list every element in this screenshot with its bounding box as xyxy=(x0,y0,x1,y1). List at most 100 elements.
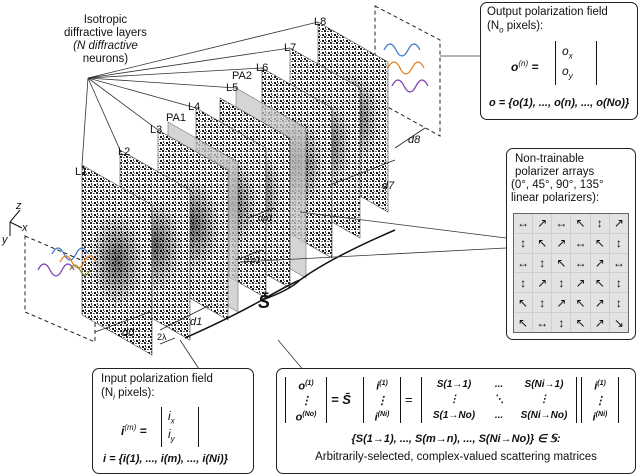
icv1-2: ⋮ xyxy=(376,394,388,407)
layer-label-l6: L6 xyxy=(256,62,269,74)
polarizer-cell: ↔ xyxy=(571,253,590,273)
output-subtitle-b: pixels): xyxy=(503,20,544,32)
layer-label-l8: L8 xyxy=(314,16,327,28)
layer-label-l7: L7 xyxy=(284,42,297,54)
layer-label-l5: L5 xyxy=(226,82,239,94)
output-lhs-symbol: o xyxy=(511,60,519,74)
polarizer-cell: ↗ xyxy=(552,293,571,313)
plate-center-shading xyxy=(89,212,145,308)
input-vector-lhs: i(m) = xyxy=(121,423,147,438)
distance-markers xyxy=(94,127,426,345)
output-set-equation: o = {o(1), ..., o(n), ..., o(No)} xyxy=(489,97,630,109)
icv2-2: ⋮ xyxy=(594,394,606,407)
polarizer-cell: ↗ xyxy=(590,313,609,332)
polarizer-title-1: Non-trainable xyxy=(515,153,585,165)
layers-caption-line2: diffractive layers xyxy=(64,27,147,39)
polarizer-cell: ↕ xyxy=(514,233,533,253)
polarizer-cell: ↖ xyxy=(552,253,571,273)
layers-caption-line3: (N diffractive xyxy=(73,40,138,52)
matrix-entry: ⋱ xyxy=(494,394,504,406)
ovb: o xyxy=(562,64,569,78)
axis-z-label: z xyxy=(16,200,22,212)
input-vector-bottom: iy xyxy=(168,428,175,445)
polarizer-cell: ↔ xyxy=(533,313,552,332)
input-field-box: Input polarization field (Ni pixels): i(… xyxy=(92,368,254,474)
output-vector-lhs: o(n) = xyxy=(511,59,539,74)
matrix-equals-2: = xyxy=(405,392,413,407)
scattering-matrix-box: o(1) ⋮ o(No) = S̄ i(1) ⋮ i(Ni) = S(1→1).… xyxy=(276,368,636,474)
polarizer-cell: ↕ xyxy=(609,293,628,313)
input-vector-bracket: ix iy xyxy=(161,407,199,447)
polarizer-cell: ↖ xyxy=(571,313,590,332)
polarizer-cell: ↘ xyxy=(609,313,628,332)
matrix-entry: S(Ni→1) xyxy=(524,379,564,390)
matrix-entry: ⋮ xyxy=(539,394,549,406)
layer-label-l3: L3 xyxy=(150,124,163,136)
input-subtitle-b: pixels): xyxy=(114,387,155,399)
ocv-1: o(1) xyxy=(298,380,314,393)
matrix-entry: ... xyxy=(494,379,504,390)
polarizer-grid: ↔↗↔↖↕↗↕↖↗↔↖↕↔↕↖↔↗↔↕↗↕↗↖↕↖↕↗↖↗↕↖↔↕↖↗↘ xyxy=(513,213,629,333)
input-beam xyxy=(37,247,97,277)
polarizer-cell: ↖ xyxy=(571,293,590,313)
input-subtitle-sub: i xyxy=(113,392,115,402)
input-column-vector-2: i(1) ⋮ i(Ni) xyxy=(581,377,619,423)
distance-d1: d1 xyxy=(190,316,203,328)
polarizer-title-3: (0°, 45°, 90°, 135° xyxy=(511,179,604,191)
axis-x-label: x xyxy=(22,222,28,234)
polarizer-cell: ↗ xyxy=(533,273,552,293)
layers-caption: Isotropic diffractive layers (N diffract… xyxy=(64,14,147,66)
polarizer-cell: ↗ xyxy=(571,273,590,293)
input-box-subtitle: (Ni pixels): xyxy=(101,387,155,403)
polarizer-cell: ↔ xyxy=(552,214,571,233)
input-column-vector-1: i(1) ⋮ i(Ni) xyxy=(363,377,401,423)
layers-caption-line1: Isotropic xyxy=(83,14,128,26)
polarizer-cell: ↔ xyxy=(514,214,533,233)
input-subtitle-a: (N xyxy=(101,387,114,399)
coordinate-axes xyxy=(9,209,23,236)
matrix-entry: S(Ni→No) xyxy=(520,409,568,421)
polarizer-cell: ↖ xyxy=(571,214,590,233)
polarizer-title-4: linear polarizers): xyxy=(511,192,600,204)
s-bar-label: S̄ xyxy=(258,292,271,312)
matrix-entry: S(1→No) xyxy=(432,409,476,421)
distance-d7: d7 xyxy=(382,180,395,192)
scattering-caption: Arbitrarily-selected, complex-valued sca… xyxy=(315,451,597,463)
output-vector-top: ox xyxy=(562,45,573,62)
polarizer-cell: ↖ xyxy=(514,313,533,332)
ocv-2: ⋮ xyxy=(300,394,312,407)
output-box-subtitle: (No pixels): xyxy=(487,20,543,36)
polarizer-label-pa2: PA2 xyxy=(232,70,252,82)
polarizer-cell: ↕ xyxy=(552,313,571,332)
distance-d8: d8 xyxy=(408,134,421,146)
output-beam xyxy=(383,43,429,93)
input-lhs-symbol: i xyxy=(121,424,125,438)
ivb: i xyxy=(168,427,171,441)
polarizer-cell: ↔ xyxy=(514,253,533,273)
layer-label-l2: L2 xyxy=(118,146,131,158)
input-vector-top: ix xyxy=(168,410,175,427)
polarizer-cell: ↖ xyxy=(533,233,552,253)
ivb-sub: y xyxy=(170,434,175,444)
ovb-sub: y xyxy=(568,71,573,81)
output-field-box: Output polarization field (No pixels): o… xyxy=(480,2,638,120)
input-set-equation: i = {i(1), ..., i(m), ..., i(Ni)} xyxy=(103,453,228,465)
input-plane xyxy=(24,235,96,343)
polarizer-label-pa1: PA1 xyxy=(166,112,186,124)
icv2-3: i(Ni) xyxy=(592,410,608,424)
polarizer-cell: ↕ xyxy=(552,273,571,293)
layer-label-l4: L4 xyxy=(188,101,201,113)
scattering-matrix: S(1→1)...S(Ni→1)⋮⋱⋮S(1→No)...S(Ni→No) xyxy=(421,377,577,423)
polarizer-array-box: Non-trainable polarizer arrays (0°, 45°,… xyxy=(506,148,636,340)
polarizer-cell: ↔ xyxy=(609,253,628,273)
polarizer-cell: ↕ xyxy=(533,293,552,313)
polarizer-cell: ↖ xyxy=(590,233,609,253)
polarizer-cell: ↕ xyxy=(609,273,628,293)
matrix-entry: ... xyxy=(494,409,504,421)
polarizer-cell: ↔ xyxy=(571,233,590,253)
output-column-vector: o(1) ⋮ o(No) xyxy=(285,377,327,423)
ivt: i xyxy=(168,409,171,423)
polarizer-cell: ↕ xyxy=(533,253,552,273)
icv1-3: i(Ni) xyxy=(374,410,390,424)
